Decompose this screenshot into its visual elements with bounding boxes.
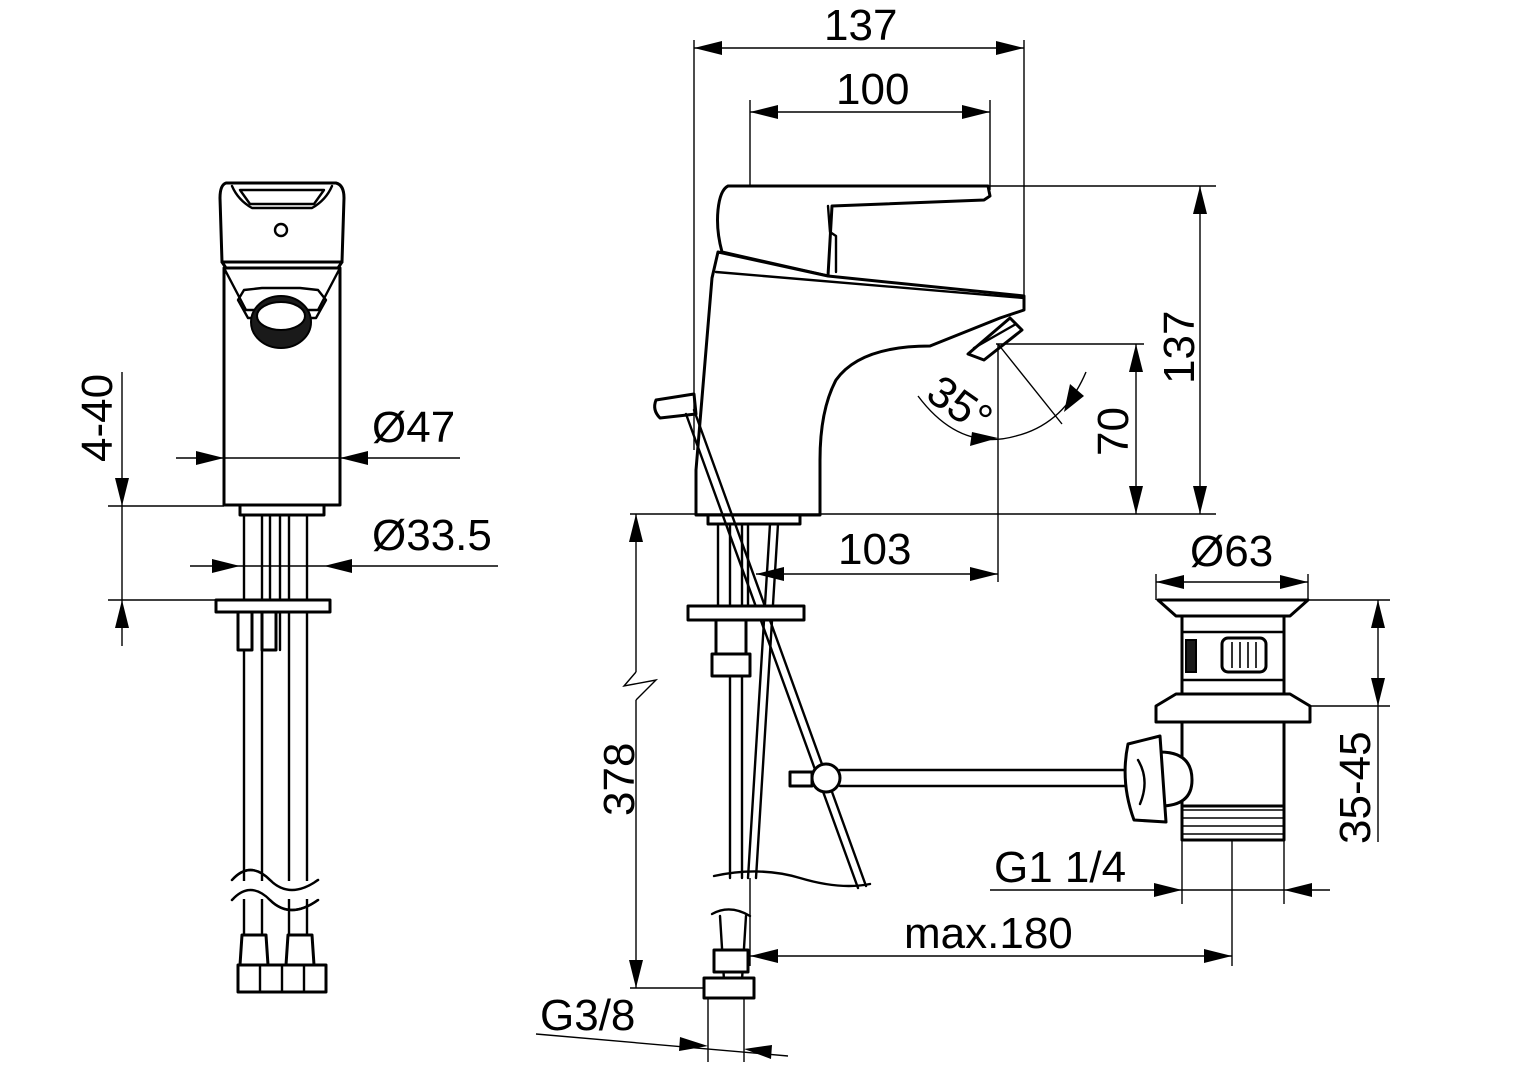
waste-tail: [1180, 720, 1286, 808]
label-waste-max-distance: max.180: [904, 909, 1073, 958]
front-dimensions: Ø47 Ø33.5 4-40: [73, 372, 498, 646]
waste-fitting: [1123, 598, 1312, 842]
front-handle-recess: [230, 184, 334, 210]
front-spout-housing: [236, 286, 328, 320]
side-base: [706, 513, 802, 526]
label-waste-thread: G1 1/4: [994, 843, 1126, 892]
label-hose-length: 378: [595, 743, 644, 816]
label-spout-reach: 103: [838, 525, 911, 574]
waste-nut: [1154, 692, 1312, 724]
waste-flange: [1156, 598, 1310, 618]
waste-thread: [1180, 804, 1286, 842]
label-body-diameter: Ø47: [372, 403, 455, 452]
label-width-overall: 137: [824, 1, 897, 50]
label-height-overall: 137: [1155, 311, 1204, 384]
side-dimensions: 137 100 137 70 35° 103: [535, 1, 1216, 1062]
label-base-diameter: Ø33.5: [372, 511, 492, 560]
front-handle-inner: [238, 188, 326, 206]
label-supply-thread: G3/8: [540, 991, 635, 1040]
label-outlet-height: 70: [1089, 407, 1138, 456]
side-supply-connector: [702, 976, 756, 1000]
front-aerator-ring: [256, 301, 306, 331]
label-waste-diameter: Ø63: [1190, 527, 1273, 576]
front-view: [214, 181, 346, 994]
side-view: [653, 184, 1134, 1000]
label-angle: 35°: [918, 366, 1001, 444]
waste-dimensions: Ø63 35-45 G1 1/4 max.180: [749, 527, 1390, 966]
front-base: [238, 503, 326, 517]
label-deck-thickness: 4-40: [73, 374, 122, 462]
side-mounting-plate: [686, 604, 806, 622]
side-body: [694, 250, 1026, 517]
label-width-spout: 100: [836, 65, 909, 114]
label-waste-thickness: 35-45: [1331, 731, 1380, 844]
front-indicator-dot: [273, 222, 289, 238]
side-popup-knob: [653, 392, 698, 420]
front-lever-handle: [218, 181, 346, 264]
front-mounting-plate: [214, 598, 332, 614]
